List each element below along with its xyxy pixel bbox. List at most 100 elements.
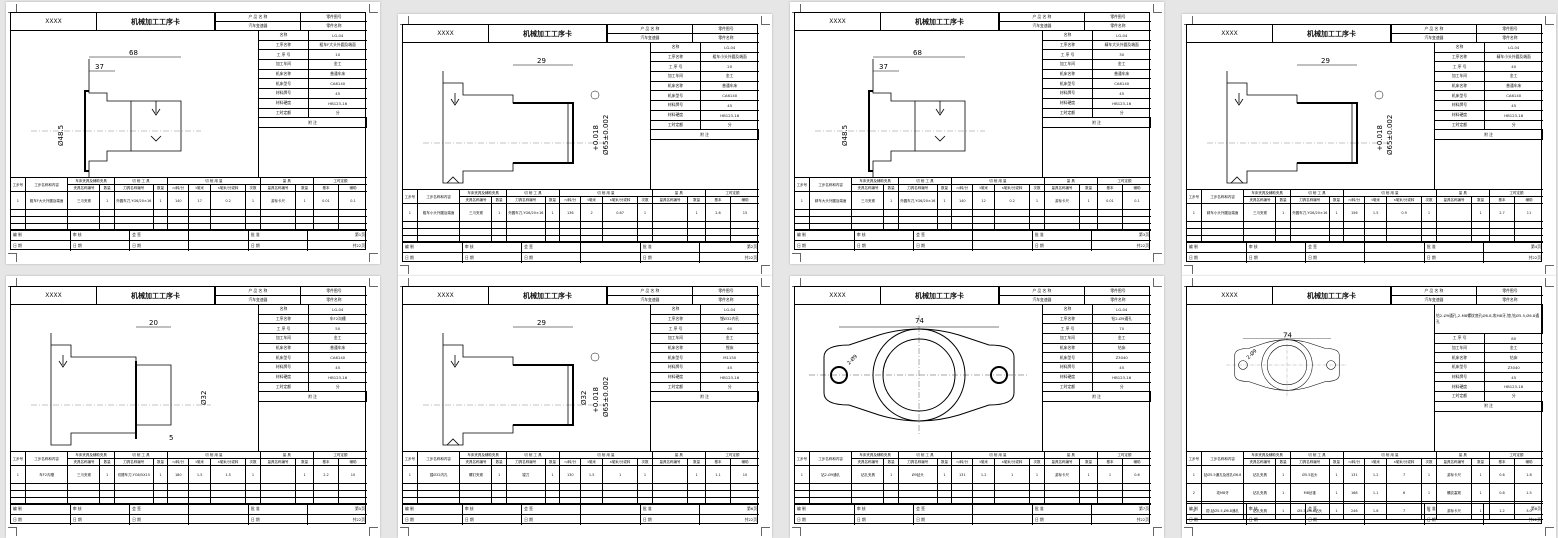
step-tool: 外圆车刀,YG6/20×16 bbox=[1290, 203, 1330, 222]
process-table: 工步号 工步名称和内容 车床夹具及辅助夹具 切 削 工 具 切 削 用 量 量 … bbox=[11, 451, 367, 505]
info-label: 材料硬度 bbox=[651, 110, 701, 121]
page-total: 共22页 bbox=[1528, 517, 1541, 522]
col-qty: 数量 bbox=[1329, 196, 1345, 204]
step-no: 1 bbox=[11, 191, 26, 210]
col-step-no: 工步号 bbox=[795, 178, 810, 192]
info-label: 名称 bbox=[1435, 43, 1485, 53]
col-tool-no: 刀具名称编号 bbox=[114, 458, 154, 466]
col-basic: 基本 bbox=[1489, 196, 1515, 204]
col-aux: 辅助 bbox=[1122, 458, 1151, 466]
dimension-groove: 5 bbox=[169, 434, 173, 442]
col-time: 工时定额 bbox=[705, 452, 759, 459]
info-value: 普通车床 bbox=[308, 69, 367, 80]
col-passes: 次数 bbox=[1421, 458, 1437, 466]
col-passes: 次数 bbox=[637, 458, 653, 466]
col-qty: 数量 bbox=[153, 184, 169, 192]
empty-row bbox=[11, 216, 367, 224]
col-cutting: 切 削 用 量 bbox=[559, 190, 653, 197]
col-gauge-no: 量具名称编号 bbox=[260, 458, 297, 466]
step-qty: 1 bbox=[687, 465, 707, 484]
step-aux: 15 bbox=[730, 203, 759, 222]
col-fixture: 车床夹具及辅助夹具 bbox=[459, 452, 507, 459]
doc-code: XXXX bbox=[11, 287, 97, 305]
step-feed: 1 bbox=[602, 465, 639, 484]
info-value: CA6140 bbox=[1484, 90, 1543, 102]
col-qty: 数量 bbox=[883, 184, 899, 192]
hdr-part-no-label: 零件图号 bbox=[1475, 25, 1543, 34]
empty-row bbox=[11, 483, 367, 491]
dimension-holes: 2-Ø9 bbox=[1245, 347, 1259, 361]
col-basic: 基本 bbox=[705, 196, 731, 204]
col-basic: 基本 bbox=[1097, 184, 1123, 192]
info-operation: 钻2-Ø9通孔,2-M8螺纹底孔Ø6.8,攻M8牙,锪,钻Ø5.5,Ø6.8通孔 bbox=[1435, 305, 1543, 334]
col-basic: 基本 bbox=[1097, 458, 1123, 466]
page-number: 第4页 bbox=[1483, 242, 1543, 253]
doc-title: 机械加工工序卡 bbox=[881, 13, 999, 31]
info-value: 分 bbox=[308, 382, 367, 393]
hdr-part-name-label: 零件名称 bbox=[1475, 33, 1543, 42]
empty-row bbox=[795, 209, 1151, 217]
doc-title: 机械加工工序卡 bbox=[881, 287, 999, 305]
step-aux: 1.8 bbox=[1514, 465, 1543, 484]
doc-title: 机械加工工序卡 bbox=[489, 287, 607, 305]
header-block: 产 品 名 称零件图号 汽车变速器零件名称 bbox=[215, 287, 367, 305]
info-label: 工序名称 bbox=[259, 40, 309, 51]
page-number: 第7页 bbox=[1091, 504, 1151, 515]
info-value: 45 bbox=[1092, 362, 1151, 373]
foot-date: 日 期 bbox=[1424, 514, 1485, 525]
col-aux: 辅助 bbox=[338, 184, 367, 192]
info-value: 50 bbox=[308, 323, 367, 335]
step-no: 1 bbox=[403, 465, 418, 484]
col-aux: 辅助 bbox=[338, 458, 367, 466]
step-qty: 1 bbox=[1275, 483, 1291, 502]
info-value: 分 bbox=[700, 120, 759, 131]
col-tools: 切 削 工 具 bbox=[898, 178, 953, 185]
step-no: 1 bbox=[403, 203, 418, 222]
col-tools: 切 削 工 具 bbox=[506, 452, 561, 459]
empty-row bbox=[795, 483, 1151, 491]
info-value: 金工 bbox=[700, 71, 759, 82]
info-value: 45 bbox=[308, 362, 367, 373]
col-cutting: 切 削 用 量 bbox=[559, 452, 653, 459]
empty-row bbox=[403, 221, 759, 229]
info-label: 机床名称 bbox=[1435, 352, 1485, 364]
col-feed: s毫米/分或转 bbox=[1386, 196, 1423, 204]
col-tools: 切 削 工 具 bbox=[1290, 452, 1345, 459]
step-aux: 0.1 bbox=[1122, 191, 1151, 210]
hole-left bbox=[830, 366, 848, 384]
info-label: 工 序 号 bbox=[259, 323, 309, 335]
info-value: LG-04 bbox=[1092, 31, 1151, 41]
info-value: HB123-16 bbox=[308, 372, 367, 383]
col-fixture: 车床夹具及辅助夹具 bbox=[851, 178, 899, 185]
foot-checked: 审 核 bbox=[70, 504, 131, 515]
hdr-part-no-label: 零件图号 bbox=[691, 287, 759, 296]
step-gauge bbox=[1436, 203, 1473, 222]
info-label: 名称 bbox=[651, 305, 701, 315]
info-value: 分 bbox=[1092, 108, 1151, 119]
col-gauge-no: 量具名称编号 bbox=[1044, 458, 1081, 466]
info-label: 材料牌号 bbox=[259, 362, 309, 373]
doc-code: XXXX bbox=[1187, 25, 1273, 43]
process-table: 工步号 工步名称和内容 车床夹具及辅助夹具 切 削 工 具 切 削 用 量 量 … bbox=[403, 189, 759, 243]
col-tool-no: 刀具名称编号 bbox=[1290, 458, 1330, 466]
foot-date: 日 期 bbox=[462, 514, 523, 525]
step-depth: 1.5 bbox=[1364, 203, 1387, 222]
header-block: 产 品 名 称零件图号 汽车变速器零件名称 bbox=[999, 287, 1151, 305]
info-value: 40 bbox=[1484, 61, 1543, 73]
col-basic: 基本 bbox=[313, 184, 339, 192]
col-rev: n/转/分 bbox=[559, 196, 582, 204]
foot-date: 日 期 bbox=[1032, 514, 1093, 525]
foot-date: 日 期 bbox=[854, 514, 915, 525]
col-rev: n/转/分 bbox=[167, 458, 190, 466]
foot-date: 日 期 bbox=[1305, 514, 1366, 525]
col-qty: 数量 bbox=[1275, 196, 1291, 204]
